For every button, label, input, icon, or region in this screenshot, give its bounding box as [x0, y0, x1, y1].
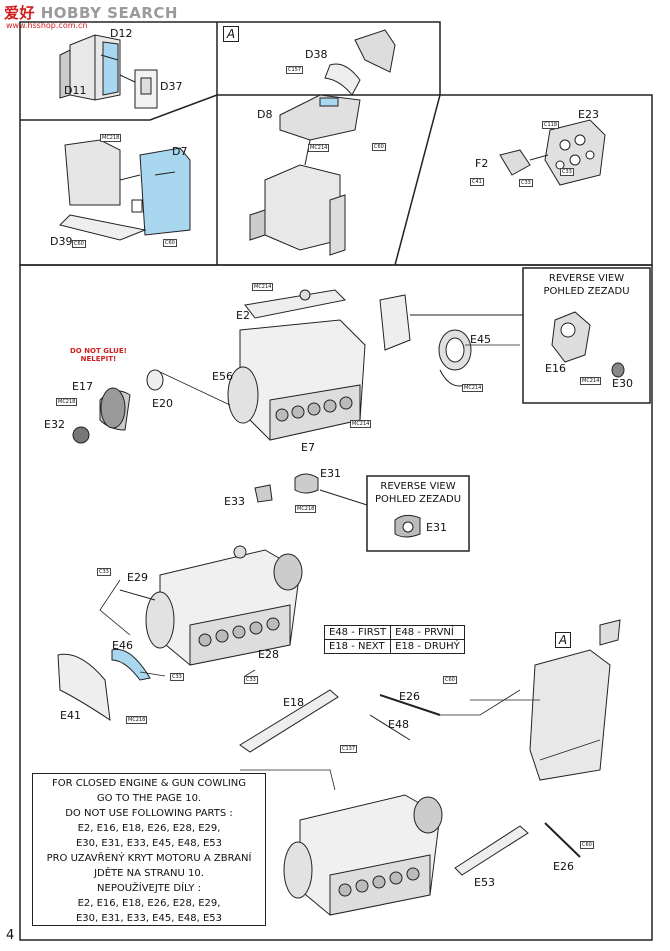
note-line: JDĚTE NA STRANU 10. [94, 868, 204, 879]
tag-c33-e29: C33 [97, 568, 111, 576]
label-e26-a: E26 [399, 690, 420, 703]
label-d11: D11 [64, 84, 87, 97]
label-e48: E48 [388, 718, 409, 731]
order-row: E48 - FIRST E48 - PRVNÍ [323, 625, 465, 640]
tag-c41: C41 [470, 178, 484, 186]
label-e29: E29 [127, 571, 148, 584]
note-line: NEPOUŽÍVEJTE DÍLY : [97, 883, 201, 894]
step-marker-a-top: A [223, 26, 239, 42]
tag-mc218-e33: MC218 [295, 505, 317, 513]
label-e45: E45 [470, 333, 491, 346]
instrument-panel-drawing [499, 119, 606, 186]
label-e41: E41 [60, 709, 81, 722]
label-d37: D37 [160, 80, 183, 93]
label-d38: D38 [305, 48, 328, 61]
label-e56: E56 [212, 370, 233, 383]
tag-mc214-stepa: MC214 [308, 144, 330, 152]
engine-upper-drawing [72, 289, 472, 444]
engine-middle-drawing [57, 545, 303, 722]
label-e7: E7 [301, 441, 315, 454]
note-line: E2, E16, E18, E26, E28, E29, [77, 898, 221, 909]
watermark-url: www.hsshop.com.cn [6, 21, 88, 30]
note-line: E30, E31, E33, E45, E48, E53 [75, 913, 223, 924]
label-e33: E33 [224, 495, 245, 508]
reverse-view-2-title: REVERSE VIEW POHLED ZEZADU [367, 480, 469, 506]
tag-c60-mid-1: C60 [72, 240, 86, 248]
tag-c118: C118 [542, 121, 560, 129]
label-e30: E30 [612, 377, 633, 390]
note-line: DO NOT USE FOLLOWING PARTS : [65, 808, 233, 819]
tag-mc214-e2: MC214 [252, 283, 274, 291]
watermark: 爱好 HOBBY SEARCH [4, 2, 178, 23]
tag-c33-tr-1: C33 [519, 179, 533, 187]
tag-c157: C157 [286, 66, 304, 74]
tag-mc214-rv: MC214 [580, 377, 602, 385]
reverse-view-2-box [366, 475, 470, 552]
note-line: E2, E16, E18, E26, E28, E29, [77, 823, 221, 834]
tag-c33-e46: C33 [170, 673, 184, 681]
tag-c60-mid-2: C60 [163, 239, 177, 247]
reverse-view-2-line1: REVERSE VIEW [380, 481, 456, 492]
warning-line-en: DO NOT GLUE! [70, 347, 127, 355]
label-d39: D39 [50, 235, 73, 248]
note-line: GO TO THE PAGE 10. [96, 793, 202, 804]
label-e26-b: E26 [553, 860, 574, 873]
reverse-view-1-line1: REVERSE VIEW [548, 273, 625, 284]
label-e20: E20 [152, 397, 173, 410]
label-f2: F2 [475, 157, 489, 170]
seat-armor-drawing [59, 34, 158, 109]
tag-c33-e28: C33 [244, 676, 258, 684]
closed-engine-note: FOR CLOSED ENGINE & GUN COWLING GO TO TH… [32, 773, 266, 926]
warning-line-cz: NELEPIT! [80, 355, 117, 363]
order-row: E18 - NEXT E18 - DRUHÝ [323, 639, 465, 654]
tag-c60-e26: C60 [443, 676, 457, 684]
order-cell-cz: E48 - PRVNÍ [390, 625, 465, 640]
label-e18: E18 [283, 696, 304, 709]
note-line: PRO UZAVŘENÝ KRYT MOTORU A ZBRANÍ [46, 853, 252, 864]
note-line: E30, E31, E33, E45, E48, E53 [75, 838, 223, 849]
tag-mc214-e7: MC214 [350, 420, 372, 428]
label-e32: E32 [44, 418, 65, 431]
label-e23: E23 [578, 108, 599, 121]
label-e53: E53 [474, 876, 495, 889]
main-frame [19, 264, 653, 941]
tag-c60-e26b: C60 [580, 841, 594, 849]
tag-c33-tr-2: C33 [560, 168, 574, 176]
tag-mc218-e17: MC218 [56, 398, 78, 406]
label-e28: E28 [258, 648, 279, 661]
seat-frame-drawing [59, 139, 191, 241]
label-e2: E2 [236, 309, 250, 322]
watermark-en: HOBBY SEARCH [40, 4, 178, 22]
label-e17: E17 [72, 380, 93, 393]
order-cell-en: E18 - NEXT [323, 639, 392, 654]
watermark-cn: 爱好 [4, 4, 36, 22]
label-e46: E46 [112, 639, 133, 652]
tag-c60-stepa: C60 [372, 143, 386, 151]
do-not-glue-warning: DO NOT GLUE! NELEPIT! [70, 347, 127, 363]
step-marker-a-bottom: A [555, 632, 571, 648]
tag-mc218-mid: MC218 [100, 134, 122, 142]
page-number: 4 [6, 928, 15, 943]
tag-mc214-e45: MC214 [462, 384, 484, 392]
tag-c137: C137 [340, 745, 358, 753]
assembly-order-table: E48 - FIRST E48 - PRVNÍ E18 - NEXT E18 -… [323, 625, 465, 654]
note-line: FOR CLOSED ENGINE & GUN COWLING [51, 778, 247, 789]
label-e16: E16 [545, 362, 566, 375]
label-d7: D7 [172, 145, 188, 158]
step-a-drawing [249, 29, 396, 256]
order-cell-cz: E18 - DRUHÝ [390, 639, 465, 654]
reverse-view-2-line2: POHLED ZEZADU [374, 494, 462, 505]
reverse-view-2-part: E31 [426, 521, 447, 534]
label-d12: D12 [110, 27, 133, 40]
label-d8: D8 [257, 108, 273, 121]
order-cell-en: E48 - FIRST [323, 625, 392, 640]
engine-lower-drawing [239, 619, 621, 916]
label-e31: E31 [320, 467, 341, 480]
tag-mc218-e41: MC218 [126, 716, 148, 724]
reverse-view-1-line2: POHLED ZEZADU [543, 286, 630, 297]
reverse-view-1-title: REVERSE VIEW POHLED ZEZADU [523, 272, 650, 298]
